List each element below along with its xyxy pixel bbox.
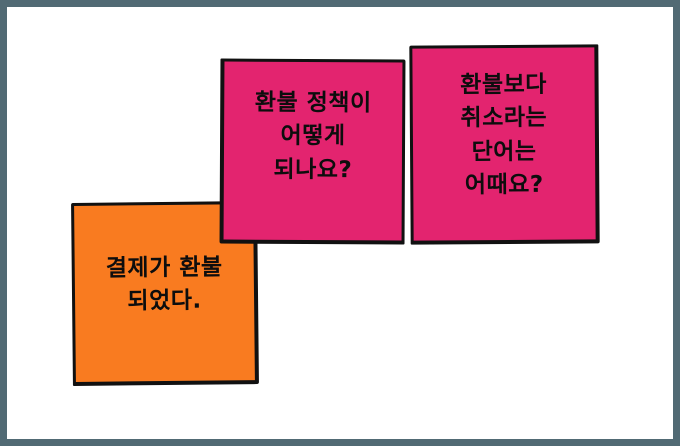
note-line: 결제가 환불	[105, 254, 223, 282]
note-line: 되었다.	[127, 287, 202, 315]
note-line: 단어는	[471, 138, 537, 165]
sticky-note-canvas[interactable]: 결제가 환불 되었다. 환불 정책이 어떻게 되나요? 환불보다 취소라는 단어…	[7, 7, 673, 439]
note-line: 어때요?	[464, 171, 544, 199]
note-line: 되나요?	[273, 156, 353, 183]
sticky-note-refund-policy[interactable]: 환불 정책이 어떻게 되나요?	[219, 58, 406, 245]
note-line: 환불보다	[460, 71, 547, 99]
note-line: 환불 정책이	[254, 89, 372, 117]
note-line: 취소라는	[460, 105, 548, 132]
note-line: 어떻게	[280, 123, 346, 150]
sticky-note-cancel-wording[interactable]: 환불보다 취소라는 단어는 어때요?	[409, 44, 600, 245]
